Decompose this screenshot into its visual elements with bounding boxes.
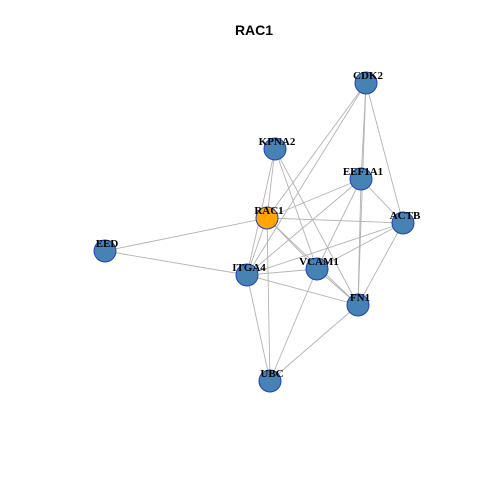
node-circle-cdk2[interactable] xyxy=(354,71,378,95)
edge-kpna2-rac1 xyxy=(266,148,276,219)
node-label-fn1: FN1 xyxy=(350,292,370,304)
edge-fn1-ubc xyxy=(269,304,359,382)
edge-actb-fn1 xyxy=(357,222,404,306)
node-kpna2[interactable]: KPNA2 xyxy=(259,136,296,161)
node-cdk2[interactable]: CDK2 xyxy=(353,70,383,95)
edge-cdk2-fn1 xyxy=(357,82,367,306)
edge-cdk2-itga4 xyxy=(246,82,367,276)
node-circle-eed[interactable] xyxy=(93,239,117,263)
node-label-itga4: ITGA4 xyxy=(232,262,266,274)
edge-vcam1-ubc xyxy=(269,268,318,382)
node-circle-itga4[interactable] xyxy=(235,263,259,287)
edge-itga4-ubc xyxy=(246,274,271,382)
node-eed[interactable]: EED xyxy=(93,238,119,263)
node-circle-rac1[interactable] xyxy=(255,206,279,230)
diagram-title: RAC1 xyxy=(235,22,273,38)
node-label-vcam1: VCAM1 xyxy=(299,256,339,268)
edge-layer xyxy=(104,82,404,382)
edge-itga4-fn1 xyxy=(246,274,359,306)
node-label-eef1a1: EEF1A1 xyxy=(343,166,383,178)
node-label-rac1: RAC1 xyxy=(254,205,283,217)
edge-actb-vcam1 xyxy=(316,222,404,270)
edge-eef1a1-itga4 xyxy=(246,178,362,276)
node-circle-ubc[interactable] xyxy=(258,369,282,393)
edge-cdk2-rac1 xyxy=(266,82,367,219)
edge-eef1a1-vcam1 xyxy=(316,178,362,270)
node-label-kpna2: KPNA2 xyxy=(259,136,296,148)
edge-eef1a1-rac1 xyxy=(266,178,362,219)
node-circle-kpna2[interactable] xyxy=(263,137,287,161)
edge-eed-itga4 xyxy=(104,250,248,276)
node-ubc[interactable]: UBC xyxy=(258,368,284,393)
node-eef1a1[interactable]: EEF1A1 xyxy=(343,166,383,191)
edge-itga4-vcam1 xyxy=(246,268,318,276)
node-circle-vcam1[interactable] xyxy=(305,257,329,281)
edge-eef1a1-fn1 xyxy=(357,178,362,306)
node-label-eed: EED xyxy=(96,238,119,250)
node-vcam1[interactable]: VCAM1 xyxy=(299,256,339,281)
node-label-cdk2: CDK2 xyxy=(353,70,383,82)
edge-kpna2-fn1 xyxy=(274,148,359,306)
node-rac1[interactable]: RAC1 xyxy=(254,205,284,230)
node-circle-eef1a1[interactable] xyxy=(349,167,373,191)
node-fn1[interactable]: FN1 xyxy=(346,292,370,317)
edge-kpna2-vcam1 xyxy=(274,148,318,270)
node-circle-actb[interactable] xyxy=(391,211,415,235)
node-label-ubc: UBC xyxy=(260,368,283,380)
edge-actb-itga4 xyxy=(246,222,404,276)
edge-rac1-actb xyxy=(266,217,404,224)
node-actb[interactable]: ACTB xyxy=(390,210,421,235)
edge-rac1-ubc xyxy=(266,217,271,382)
node-itga4[interactable]: ITGA4 xyxy=(232,262,266,287)
edge-rac1-eed xyxy=(104,217,268,252)
edge-cdk2-actb xyxy=(365,82,404,224)
node-label-actb: ACTB xyxy=(390,210,421,222)
node-circle-fn1[interactable] xyxy=(346,293,370,317)
